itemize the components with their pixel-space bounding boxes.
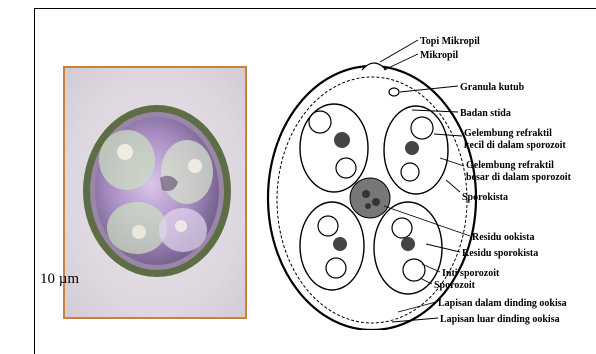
refractile-body: [188, 159, 202, 173]
sporocyst-lower-left: [300, 202, 364, 290]
oocyst-micrograph: [63, 66, 247, 319]
refractile-body: [117, 144, 133, 160]
residuum-granule: [372, 198, 380, 206]
micropyle-cap: [362, 63, 386, 70]
residuum-granule: [365, 203, 371, 209]
label-micropyle-cap: Topi Mikropil: [420, 36, 480, 47]
label-inner-wall: Lapisan dalam dinding ookisa: [438, 298, 567, 309]
sporocyst-right: [161, 140, 213, 204]
polar-granule: [389, 88, 399, 96]
sporocyst-upper-left: [99, 130, 155, 190]
oocyst-micrograph-drawing: [65, 68, 245, 317]
scale-label: 10 µm: [40, 271, 79, 288]
label-sporozoite-nucleus: Inti sporozoit: [442, 268, 500, 279]
refractile-body: [175, 220, 187, 232]
label-oocyst-residuum: Residu ookista: [472, 232, 535, 243]
sporocyst-lower-right: [374, 202, 442, 294]
oocyst-residuum: [350, 178, 390, 218]
refractile-body: [132, 225, 146, 239]
label-small-refractile-line2: kecil di dalam sporozoit: [464, 140, 566, 151]
label-micropyle: Mikropil: [420, 50, 458, 61]
label-sporocyst-residuum: Residu sporokista: [462, 248, 538, 259]
frame-top-border: [34, 8, 596, 9]
frame-left-border: [34, 8, 35, 354]
oocyst-schematic: Topi Mikropil Mikropil Granula kutub Bad…: [262, 30, 596, 330]
label-outer-wall: Lapisan luar dinding ookisa: [440, 314, 560, 325]
label-polar-granule: Granula kutub: [460, 82, 525, 93]
residuum-granule: [362, 190, 370, 198]
sporocyst-upper-left: [300, 104, 368, 192]
label-sporozoite: Sporozoit: [434, 280, 476, 291]
label-stieda-body: Badan stida: [460, 108, 511, 119]
label-small-refractile-line1: Gelembung refraktil: [464, 128, 552, 139]
label-large-refractile-line1: Gelembung refraktil: [466, 160, 554, 171]
label-sporocyst: Sporokista: [462, 192, 508, 203]
sporocyst-upper-right: [384, 106, 448, 194]
label-large-refractile-line2: besar di dalam sporozoit: [466, 172, 572, 183]
